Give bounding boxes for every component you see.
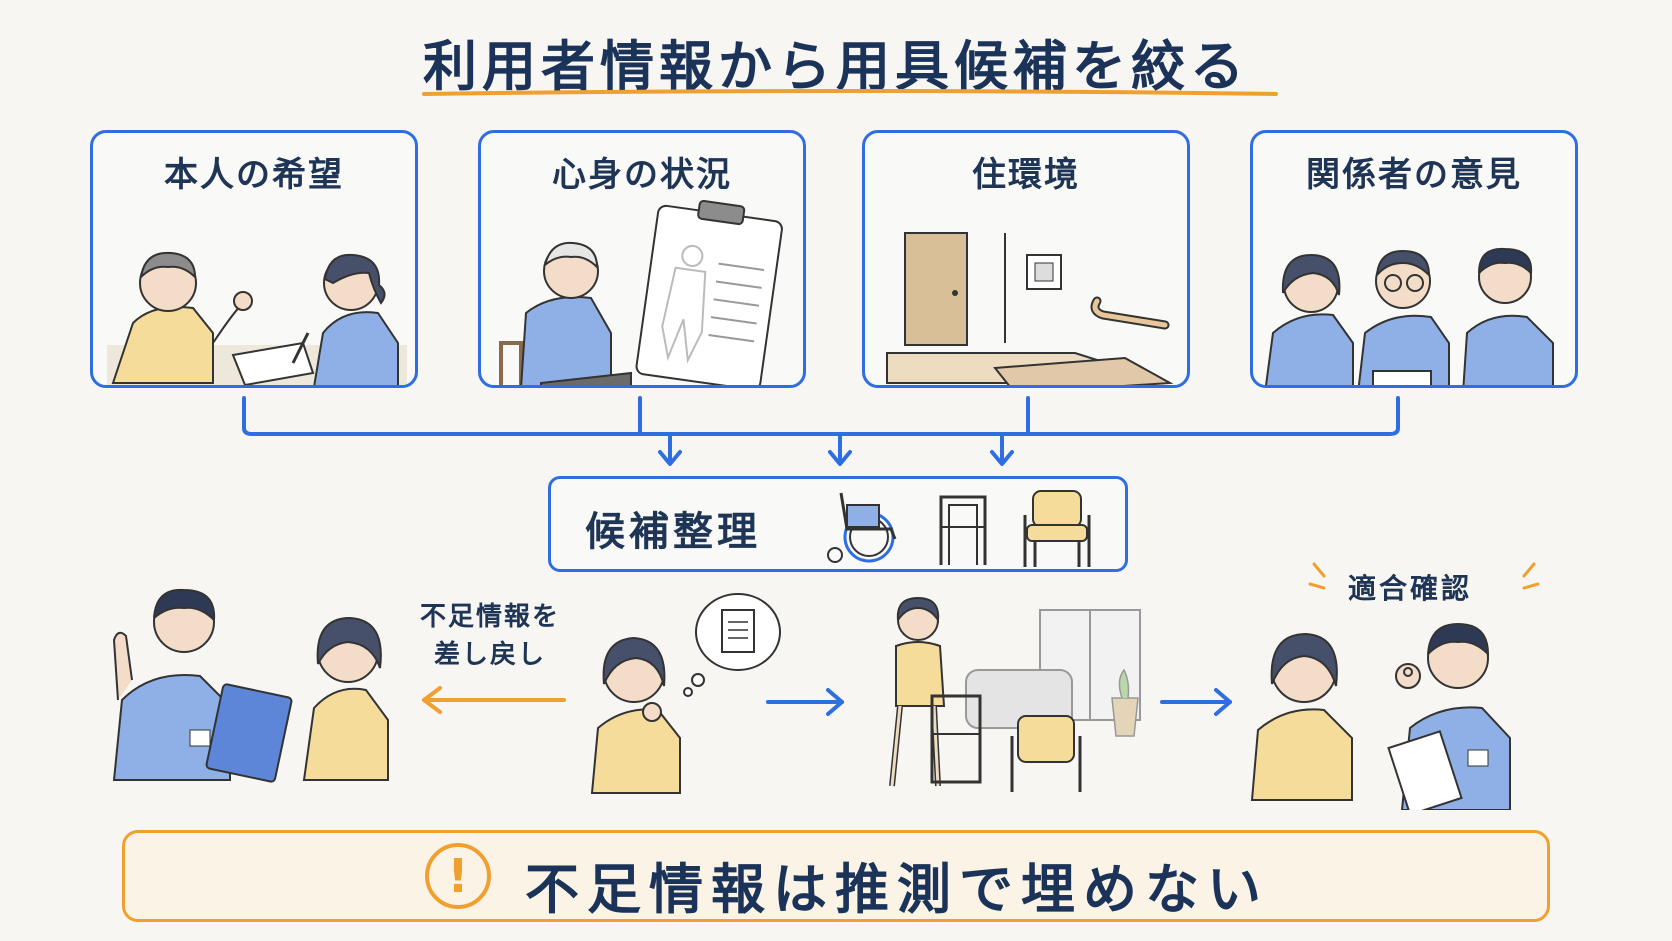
walker-icon bbox=[939, 495, 987, 565]
title-underline bbox=[422, 89, 1278, 96]
forward-arrow-1 bbox=[766, 688, 844, 716]
panel-stakeholder-opinions: 関係者の意見 bbox=[1250, 130, 1578, 388]
banner-text: 不足情報は推測で埋めない bbox=[525, 858, 1269, 921]
chair-icon bbox=[1023, 490, 1091, 567]
walker-trial-scene bbox=[889, 596, 1141, 792]
warning-banner: ! 不足情報は推測で埋めない bbox=[122, 830, 1550, 922]
conversation-illustration bbox=[107, 251, 407, 385]
panel-physical-condition: 心身の状況 bbox=[478, 130, 806, 388]
exclamation-icon: ! bbox=[425, 843, 491, 909]
stakeholders-illustration bbox=[1265, 247, 1554, 385]
panel-label: 本人の希望 bbox=[164, 155, 344, 195]
panel-label: 関係者の意見 bbox=[1306, 155, 1522, 195]
fit-check-label: 適合確認 bbox=[1348, 572, 1473, 605]
forward-arrow-2 bbox=[1160, 688, 1232, 716]
return-arrow bbox=[422, 686, 566, 714]
candidate-organization-box: 候補整理 bbox=[548, 476, 1128, 572]
candidate-label: 候補整理 bbox=[585, 509, 761, 555]
wheelchair-icon bbox=[827, 492, 897, 563]
fit-confirmation-scene bbox=[1250, 622, 1511, 810]
page-title: 利用者情報から用具候補を絞る bbox=[423, 35, 1249, 98]
fit-check-sparkle-left bbox=[1308, 562, 1326, 590]
panel-label: 住環境 bbox=[972, 155, 1080, 195]
assessment-illustration bbox=[499, 200, 783, 385]
thinking-user-scene bbox=[590, 593, 781, 794]
panel-personal-wishes: 本人の希望 bbox=[90, 130, 418, 388]
panel-living-environment: 住環境 bbox=[862, 130, 1190, 388]
panel-label: 心身の状況 bbox=[552, 155, 732, 195]
fit-check-sparkle-right bbox=[1522, 562, 1540, 590]
staff-with-user-scene bbox=[112, 588, 389, 783]
return-missing-info-label: 不足情報を 差し戻し bbox=[419, 602, 560, 670]
home-environment-illustration bbox=[886, 232, 1174, 385]
